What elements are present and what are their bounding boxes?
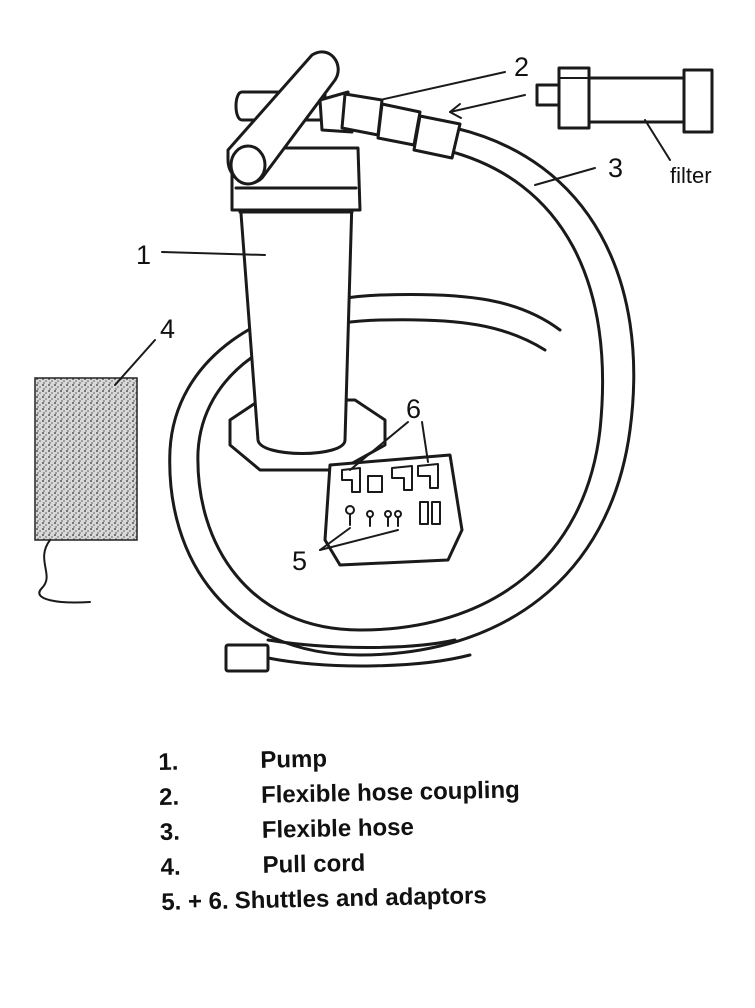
callout-1: 1: [136, 240, 151, 270]
legend-label: Pump: [260, 745, 328, 774]
flexible-hose-coupling: [340, 92, 462, 160]
legend-number: 2.: [158, 783, 180, 811]
legend-number: 3.: [159, 818, 181, 846]
filter: [535, 66, 714, 134]
callout-5: 5: [292, 546, 307, 576]
legend-number: 1.: [158, 748, 179, 776]
flexible-hose: [168, 126, 636, 668]
legend-label: Pull cord: [262, 849, 366, 879]
leader-lines: [114, 71, 671, 551]
hose-end-fitting: [224, 643, 270, 673]
pull-cord: [34, 377, 138, 604]
legend-item: 5. + 6. Shuttles and adaptors: [161, 877, 522, 920]
legend: 1. Pump 2. Flexible hose coupling 3. Fle…: [158, 737, 522, 920]
callout-3: 3: [608, 153, 623, 183]
filter-label: filter: [670, 163, 712, 188]
legend-number: 4.: [160, 853, 181, 881]
shuttles-adaptors-box: [323, 453, 464, 567]
legend-label: Flexible hose coupling: [260, 776, 521, 809]
callout-6: 6: [406, 394, 421, 424]
callout-2: 2: [514, 52, 529, 82]
callout-4: 4: [160, 314, 175, 344]
legend-number: 5. + 6.: [161, 887, 229, 916]
legend-label: Shuttles and adaptors: [234, 882, 487, 915]
equipment-diagram: 1 2 3 4 5 6 filter: [34, 50, 714, 673]
legend-label: Flexible hose: [261, 813, 415, 844]
pump: [226, 50, 387, 472]
